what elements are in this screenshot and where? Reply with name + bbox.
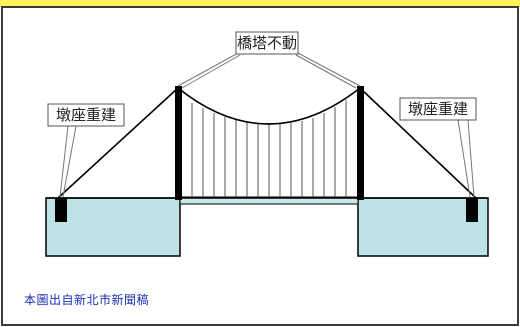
tower-label-text: 橋塔不動 bbox=[237, 34, 297, 52]
left-backstay bbox=[57, 87, 179, 199]
hangers bbox=[191, 100, 347, 197]
right-backstay bbox=[359, 87, 477, 199]
tower-label: 橋塔不動 bbox=[235, 31, 299, 55]
left-pier-base bbox=[45, 197, 181, 257]
tower-label-leaders bbox=[177, 51, 361, 89]
right-anchor-block bbox=[466, 198, 478, 222]
right-tower bbox=[357, 86, 364, 200]
right-pier-label: 墩座重建 bbox=[399, 97, 477, 121]
left-pier-label-leaders bbox=[59, 125, 77, 198]
right-pier-label-text: 墩座重建 bbox=[408, 100, 468, 118]
left-pier-label: 墩座重建 bbox=[47, 103, 125, 127]
main-cable bbox=[177, 87, 361, 125]
source-caption: 本圖出自新北市新聞稿 bbox=[24, 293, 150, 307]
top-accent-bar bbox=[0, 0, 520, 7]
left-pier-label-text: 墩座重建 bbox=[56, 106, 116, 124]
left-anchor-block bbox=[55, 198, 67, 222]
diagram-border bbox=[1, 6, 519, 326]
left-tower bbox=[175, 86, 182, 200]
right-pier-label-leaders bbox=[457, 119, 475, 198]
